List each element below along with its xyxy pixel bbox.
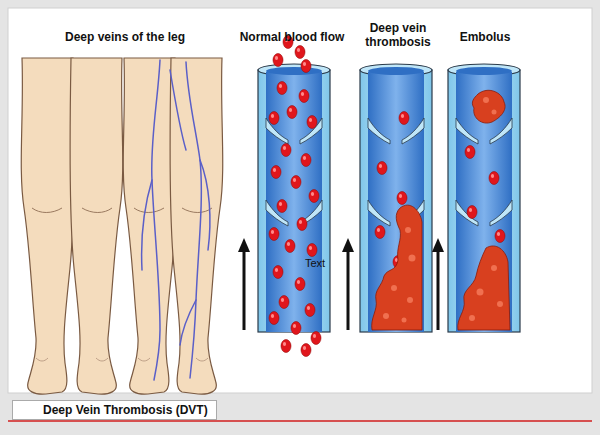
heading-label: Embolus [445,30,525,44]
stray-text-label: Text [300,256,330,270]
heading-label: Deep veins of the leg [50,30,200,44]
heading-label: Deep vein thrombosis [355,21,441,49]
caption-box: Deep Vein Thrombosis (DVT) [12,400,217,420]
heading-label: Normal blood flow [234,30,350,44]
